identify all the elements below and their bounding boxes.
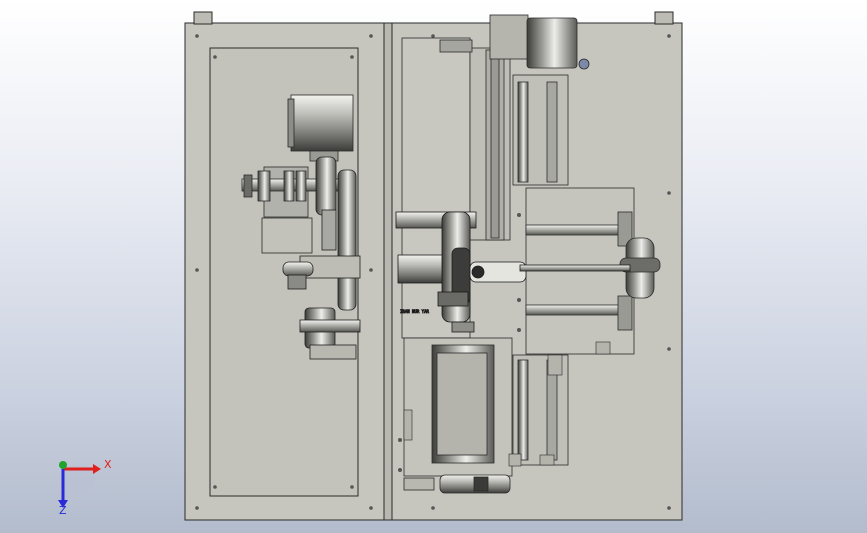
feed-motor[interactable] — [489, 14, 590, 70]
z-axis-arrow-icon — [58, 500, 68, 508]
part-label: IBAN NUR YAR — [400, 309, 429, 314]
z-axis-label: Z — [59, 504, 67, 517]
x-axis-label: X — [104, 458, 112, 471]
main-motor[interactable] — [287, 94, 354, 162]
brackets — [403, 341, 611, 467]
pulley-stack[interactable] — [282, 156, 361, 360]
y-axis-dot-icon — [59, 461, 67, 469]
orientation-triad: X Z — [58, 458, 112, 517]
mount-tab-right[interactable] — [654, 11, 674, 25]
stepper-motor[interactable] — [403, 337, 513, 494]
linear-guides[interactable] — [512, 74, 569, 466]
mount-tab-left[interactable] — [193, 11, 213, 25]
x-axis-arrow-icon — [93, 464, 101, 474]
cam-assembly[interactable]: IBAN NUR YAR — [395, 211, 631, 333]
frame-divider — [383, 22, 393, 521]
